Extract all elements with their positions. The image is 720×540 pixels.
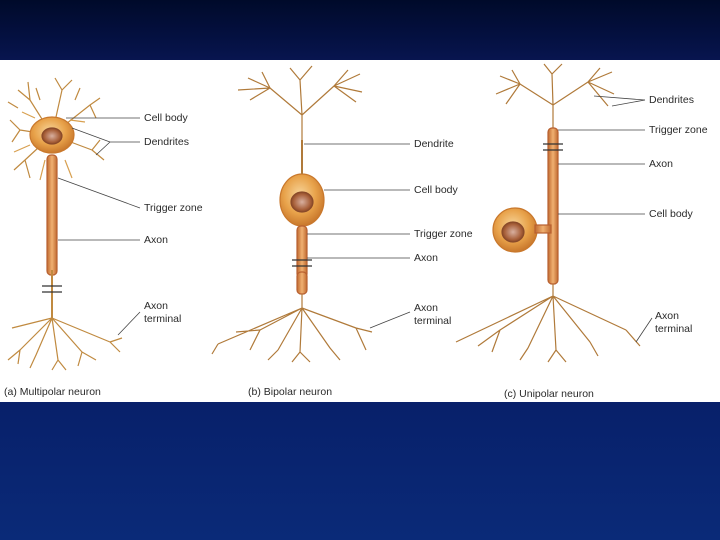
bipolar-neuron	[212, 66, 372, 362]
multipolar-neuron	[8, 78, 122, 370]
label-axon-terminal-b-line1: Axon	[414, 302, 438, 314]
label-trigger-zone-a: Trigger zone	[144, 202, 203, 214]
label-axon-b: Axon	[414, 252, 438, 264]
label-cell-body-b: Cell body	[414, 184, 458, 196]
bottom-band	[0, 402, 720, 540]
label-dendrites-c: Dendrites	[649, 94, 694, 106]
caption-unipolar: (c) Unipolar neuron	[504, 388, 594, 400]
label-dendrite-b: Dendrite	[414, 138, 454, 150]
label-axon-c: Axon	[649, 158, 673, 170]
label-axon-terminal-c-line2: terminal	[655, 323, 692, 335]
label-axon-terminal-b-line2: terminal	[414, 315, 451, 327]
caption-multipolar: (a) Multipolar neuron	[4, 386, 101, 398]
label-dendrites-a: Dendrites	[144, 136, 189, 148]
top-band	[0, 0, 720, 60]
label-axon-a: Axon	[144, 234, 168, 246]
neuron-figure: Cell body Dendrites Trigger zone Axon Ax…	[0, 60, 720, 402]
caption-bipolar: (b) Bipolar neuron	[248, 386, 332, 398]
label-cell-body-c: Cell body	[649, 208, 693, 220]
label-axon-terminal-a-line2: terminal	[144, 313, 181, 325]
label-trigger-zone-b: Trigger zone	[414, 228, 473, 240]
label-trigger-zone-c: Trigger zone	[649, 124, 708, 136]
label-cell-body-a: Cell body	[144, 112, 188, 124]
unipolar-neuron	[456, 64, 640, 362]
label-axon-terminal-a-line1: Axon	[144, 300, 168, 312]
neuron-diagram	[0, 60, 720, 402]
label-axon-terminal-c-line1: Axon	[655, 310, 679, 322]
